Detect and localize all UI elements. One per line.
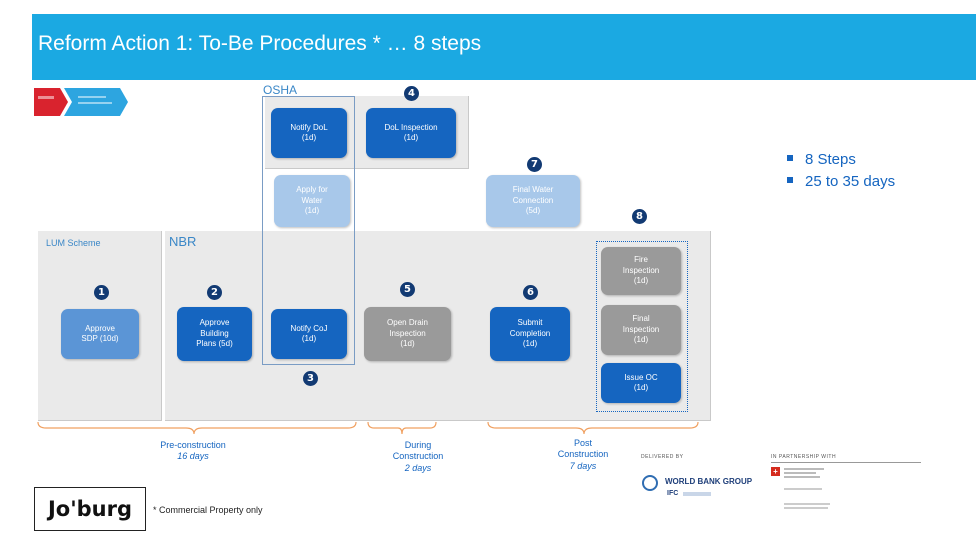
step-number: 8 — [632, 209, 647, 224]
step8-group-outline — [596, 241, 688, 412]
issue-oc-step: Issue OC (1d) — [601, 363, 681, 403]
swiss-text-graphic — [784, 507, 828, 509]
world-bank-group-logo: WORLD BANK GROUP — [665, 477, 753, 486]
page-title: Reform Action 1: To-Be Procedures * … 8 … — [38, 32, 482, 55]
final-inspection-step: Final Inspection (1d) — [601, 305, 681, 355]
phase-during-construction: During Construction 2 days — [392, 440, 444, 473]
final-water-connection-step: Final Water Connection (5d) — [486, 175, 580, 227]
step-number: 4 — [404, 86, 419, 101]
step-number: 7 — [527, 157, 542, 172]
swiss-text-graphic — [784, 488, 822, 490]
swiss-text-graphic — [784, 472, 816, 474]
summary-list: 8 Steps 25 to 35 days — [787, 151, 895, 195]
swiss-text-graphic — [784, 476, 820, 478]
title-bar — [32, 14, 976, 80]
notify-dol-step: Notify DoL (1d) — [271, 108, 347, 158]
ifc-logo: IFC — [667, 490, 679, 497]
phase-post-construction: Post Construction 7 days — [557, 438, 609, 471]
summary-item: 8 Steps — [787, 151, 895, 168]
ifc-tagline-graphic — [683, 492, 711, 496]
step-number: 2 — [207, 285, 222, 300]
submit-completion-step: Submit Completion (1d) — [490, 307, 570, 361]
delivered-by-label: DELIVERED BY — [641, 454, 684, 460]
open-drain-inspection-step: Open Drain Inspection (1d) — [364, 307, 451, 361]
swiss-text-graphic — [784, 503, 830, 505]
fire-inspection-step: Fire Inspection (1d) — [601, 247, 681, 295]
step-number: 6 — [523, 285, 538, 300]
osha-label: OSHA — [263, 83, 298, 97]
swiss-text-graphic — [784, 468, 824, 470]
nbr-label: NBR — [169, 234, 197, 249]
dol-inspection-step: DoL Inspection (1d) — [366, 108, 456, 158]
footnote: * Commercial Property only — [153, 505, 263, 515]
world-bank-globe-icon — [642, 475, 658, 491]
phase-pre-construction: Pre-construction 16 days — [160, 440, 226, 462]
approve-building-plans-step: Approve Building Plans (5d) — [177, 307, 252, 361]
step-number: 3 — [303, 371, 318, 386]
summary-item: 25 to 35 days — [787, 173, 895, 190]
partnership-label: IN PARTNERSHIP WITH — [771, 454, 837, 460]
step-number: 1 — [94, 285, 109, 300]
progress-arrow-icon — [34, 88, 128, 116]
notify-coj-step: Notify CoJ (1d) — [271, 309, 347, 359]
phase-braces — [37, 421, 699, 435]
approve-sdp-step: Approve SDP (10d) — [61, 309, 139, 359]
coj-group-outline — [262, 96, 355, 365]
joburg-logo: Jo'burg — [34, 487, 146, 531]
apply-water-step: Apply for Water (1d) — [274, 175, 350, 227]
partnership-divider — [771, 462, 921, 463]
lum-scheme-label: LUM Scheme — [46, 238, 101, 248]
swiss-flag-icon: + — [771, 467, 780, 476]
step-number: 5 — [400, 282, 415, 297]
